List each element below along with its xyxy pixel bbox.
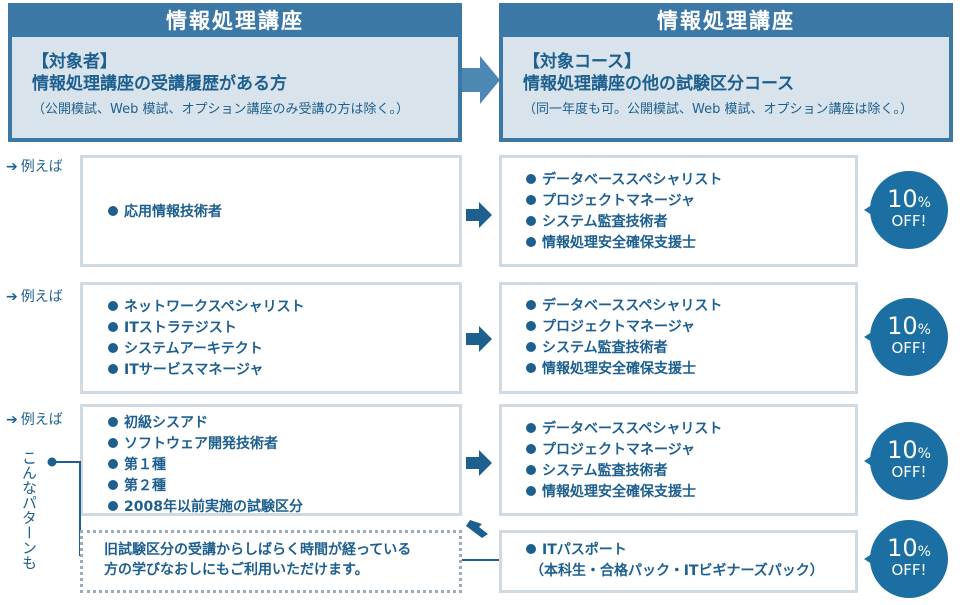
- left-course-box: [80, 155, 462, 267]
- example-label: ➔例えば: [6, 412, 63, 428]
- list-item: 第１種: [108, 455, 303, 476]
- list-item: システム監査技術者: [526, 212, 722, 233]
- right-target-desc: 情報処理講座の他の試験区分コース: [523, 74, 795, 94]
- list-item: データベーススペシャリスト: [526, 170, 722, 191]
- list-item: プロジェクトマネージャ: [526, 191, 722, 212]
- left-course-list: ネットワークスペシャリスト ITストラテジスト システムアーキテクト ITサービ…: [108, 297, 305, 381]
- discount-badge: 10% OFF!: [864, 171, 948, 253]
- left-target-desc: 情報処理講座の受講履歴がある方: [32, 74, 287, 94]
- right-course-list: データベーススペシャリスト プロジェクトマネージャ システム監査技術者 情報処理…: [526, 296, 722, 380]
- left-course-box: [80, 282, 462, 394]
- arrow-right-icon: ➔: [6, 289, 18, 305]
- arrow-right-icon: ➔: [6, 159, 18, 175]
- right-arrow-icon: [466, 326, 492, 352]
- list-item: ソフトウェア開発技術者: [108, 434, 303, 455]
- list-item: 2008年以前実施の試験区分: [108, 497, 303, 518]
- right-header-box: 【対象コース】 情報処理講座の他の試験区分コース （同一年度も可。公開模試、We…: [499, 37, 953, 142]
- discount-badge: 10% OFF!: [864, 422, 948, 504]
- list-item: 情報処理安全確保支援士: [526, 482, 722, 503]
- right-note: （同一年度も可。公開模試、Web 模試、オプション講座は除く。）: [523, 102, 913, 117]
- right-arrow-icon: [466, 450, 492, 476]
- left-header-title: 情報処理講座: [8, 3, 462, 37]
- list-item: 情報処理安全確保支援士: [526, 359, 722, 380]
- list-item: ITストラテジスト: [108, 318, 305, 339]
- pattern-side-label: こんなパターンも: [20, 450, 38, 570]
- list-item: プロジェクトマネージャ: [526, 440, 722, 461]
- right-course-box: [499, 155, 858, 267]
- left-header-box: 【対象者】 情報処理講座の受講履歴がある方 （公開模試、Web 模試、オプション…: [8, 37, 462, 142]
- right-course-box: [499, 404, 858, 516]
- list-item: ITサービスマネージャ: [108, 360, 305, 381]
- right-target-label: 【対象コース】: [523, 52, 642, 72]
- list-item: 情報処理安全確保支援士: [526, 233, 722, 254]
- list-item-sub: （本科生・合格パック・ITビギナーズパック）: [530, 563, 824, 579]
- big-right-arrow-icon: [462, 56, 500, 104]
- pattern-message-box: [80, 530, 462, 593]
- list-item: プロジェクトマネージャ: [526, 317, 722, 338]
- list-item: システム監査技術者: [526, 338, 722, 359]
- arrow-right-icon: ➔: [6, 412, 18, 428]
- left-course-list: 初級シスアド ソフトウェア開発技術者 第１種 第２種 2008年以前実施の試験区…: [108, 413, 303, 518]
- right-arrow-icon: [466, 202, 492, 228]
- list-item: 初級シスアド: [108, 413, 303, 434]
- example-label: ➔例えば: [6, 289, 63, 305]
- discount-badge: 10% OFF!: [864, 520, 948, 602]
- example-label: ➔例えば: [6, 159, 63, 175]
- list-item: 応用情報技術者: [108, 202, 222, 223]
- list-item: データベーススペシャリスト: [526, 419, 722, 440]
- pattern-right-list: ITパスポート （本科生・合格パック・ITビギナーズパック）: [526, 540, 824, 582]
- list-item: ITパスポート: [526, 540, 824, 561]
- left-target-label: 【対象者】: [32, 52, 117, 72]
- right-course-list: データベーススペシャリスト プロジェクトマネージャ システム監査技術者 情報処理…: [526, 170, 722, 254]
- right-course-box: [499, 530, 858, 593]
- connector-arrow-icon: [462, 520, 499, 561]
- left-note: （公開模試、Web 模試、オプション講座のみ受講の方は除く。）: [32, 102, 409, 117]
- list-item: ネットワークスペシャリスト: [108, 297, 305, 318]
- left-course-list: 応用情報技術者: [108, 202, 222, 223]
- right-course-list: データベーススペシャリスト プロジェクトマネージャ システム監査技術者 情報処理…: [526, 419, 722, 503]
- left-course-box: [80, 404, 462, 516]
- right-course-box: [499, 282, 858, 394]
- list-item: システム監査技術者: [526, 461, 722, 482]
- list-item: 第２種: [108, 476, 303, 497]
- list-item: データベーススペシャリスト: [526, 296, 722, 317]
- discount-badge: 10% OFF!: [864, 298, 948, 380]
- right-header-title: 情報処理講座: [499, 3, 953, 37]
- pattern-message: 旧試験区分の受講からしばらく時間が経っている 方の学びなおしにもご利用いただけま…: [104, 542, 412, 578]
- list-item: システムアーキテクト: [108, 339, 305, 360]
